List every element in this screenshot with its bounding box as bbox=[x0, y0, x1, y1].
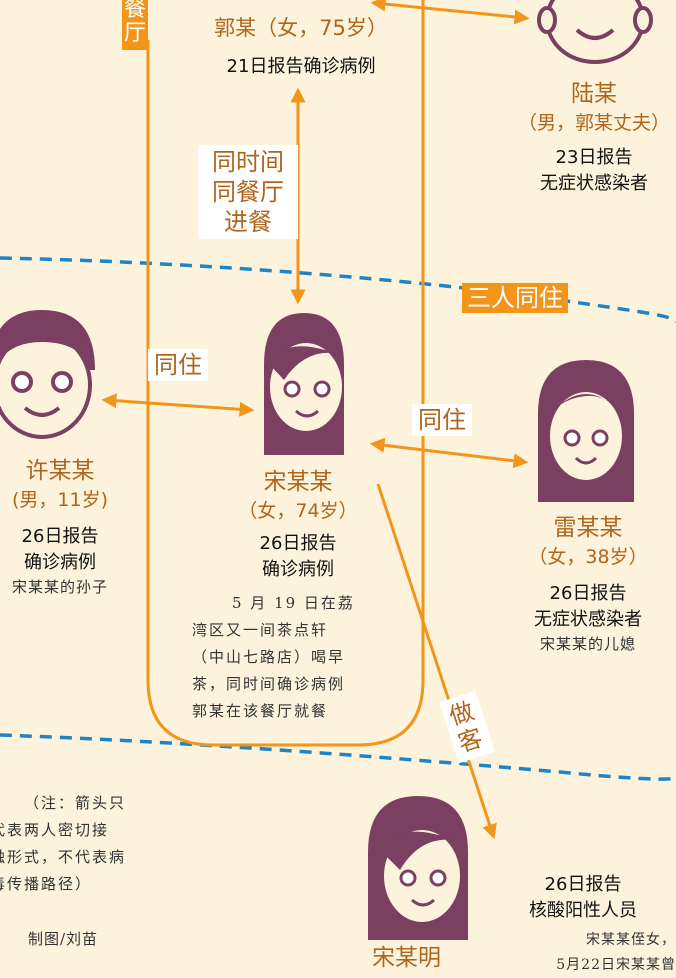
song-desc-line-1: 5 月 19 日在荔 bbox=[232, 594, 355, 612]
lei-name: 雷某某 bbox=[553, 515, 623, 541]
song-desc-line-2: 湾区又一间茶点轩 bbox=[192, 621, 329, 639]
song-avatar bbox=[264, 313, 344, 455]
songming-description: 宋某某侄女， 5月22日宋某某曾 bbox=[480, 928, 676, 978]
songming-name: 宋某明 bbox=[372, 945, 441, 971]
xu-status: 确诊病例 bbox=[24, 552, 96, 573]
song-node: 宋某某 （女，74岁） 26日报告 确诊病例 bbox=[198, 462, 398, 581]
lu-report: 23日报告 bbox=[555, 147, 633, 168]
live-with-left-label: 同住 bbox=[148, 349, 208, 381]
lei-report: 26日报告 bbox=[549, 583, 627, 604]
same-meal-line-3: 进餐 bbox=[224, 208, 272, 236]
lei-detail: （女，38岁） bbox=[528, 546, 648, 568]
household-boundary-bottom bbox=[0, 733, 676, 781]
lei-node: 雷某某 （女，38岁） 26日报告 无症状感染者 宋某某的儿媳 bbox=[496, 508, 676, 658]
song-lei-arrow bbox=[369, 437, 529, 469]
songming-status: 核酸阳性人员 bbox=[529, 900, 637, 921]
same-meal-line-2: 同餐厅 bbox=[212, 178, 284, 206]
restaurant-outline bbox=[146, 0, 425, 747]
songming-desc-line-2: 5月22日宋某某曾 bbox=[556, 957, 676, 973]
note-line-4: 毒传播路径） bbox=[0, 875, 93, 893]
lei-avatar bbox=[538, 360, 634, 502]
guo-lu-arrow bbox=[370, 0, 530, 25]
note: （注：箭头只 代表两人密切接 触形式，不代表病 毒传播路径） bbox=[0, 790, 186, 898]
song-description: 5 月 19 日在荔 湾区又一间茶点轩 （中山七路店）喝早 茶，同时间确诊病例 … bbox=[192, 590, 404, 725]
lu-node: 陆某 （男，郭某丈夫） 23日报告 无症状感染者 bbox=[508, 74, 676, 195]
xu-song-arrow bbox=[101, 393, 255, 417]
lu-name: 陆某 bbox=[571, 81, 617, 107]
lu-detail: （男，郭某丈夫） bbox=[517, 112, 670, 134]
xu-name: 许某某 bbox=[25, 458, 95, 484]
lu-status: 无症状感染者 bbox=[540, 173, 648, 194]
guo-name: 郭某（女，75岁） bbox=[214, 16, 388, 40]
song-name: 宋某某 bbox=[263, 469, 333, 495]
song-desc-line-4: 茶，同时间确诊病例 bbox=[192, 675, 346, 693]
note-line-3: 触形式，不代表病 bbox=[0, 848, 127, 866]
song-detail: （女，74岁） bbox=[238, 500, 358, 522]
live-with-right-label: 同住 bbox=[412, 404, 472, 436]
credit: 制图/刘苗 bbox=[28, 930, 99, 948]
note-line-1: （注：箭头只 bbox=[24, 794, 127, 812]
lei-relation: 宋某某的儿媳 bbox=[539, 635, 636, 653]
guo-report: 21日报告确诊病例 bbox=[226, 56, 376, 77]
lei-status: 无症状感染者 bbox=[534, 609, 642, 630]
songming-desc-line-1: 宋某某侄女， bbox=[586, 932, 676, 948]
song-songming-arrow bbox=[376, 483, 497, 840]
restaurant-tag: 餐厅 bbox=[122, 0, 148, 50]
guo-node: 郭某（女，75岁） 21日报告确诊病例 bbox=[196, 12, 406, 78]
note-line-2: 代表两人密切接 bbox=[0, 821, 110, 839]
xu-relation: 宋某某的孙子 bbox=[11, 578, 108, 596]
same-meal-label: 同时间 同餐厅 进餐 bbox=[198, 145, 298, 239]
xu-avatar bbox=[0, 310, 95, 439]
same-meal-line-1: 同时间 bbox=[212, 148, 284, 176]
lu-avatar bbox=[537, 0, 653, 64]
song-status: 确诊病例 bbox=[262, 559, 334, 580]
songming-avatar bbox=[368, 796, 468, 940]
song-desc-line-5: 郭某在该餐厅就餐 bbox=[192, 702, 329, 720]
xu-report: 26日报告 bbox=[21, 526, 99, 547]
xu-node: 许某某 (男，11岁) 26日报告 确诊病例 宋某某的孙子 bbox=[0, 451, 140, 601]
songming-report: 26日报告 bbox=[544, 874, 622, 895]
song-desc-line-3: （中山七路店）喝早 bbox=[192, 648, 346, 666]
songming-node: 26日报告 核酸阳性人员 bbox=[490, 870, 676, 922]
three-live-label: 三人同住 bbox=[462, 283, 568, 313]
song-report: 26日报告 bbox=[259, 533, 337, 554]
xu-detail: (男，11岁) bbox=[11, 489, 108, 511]
